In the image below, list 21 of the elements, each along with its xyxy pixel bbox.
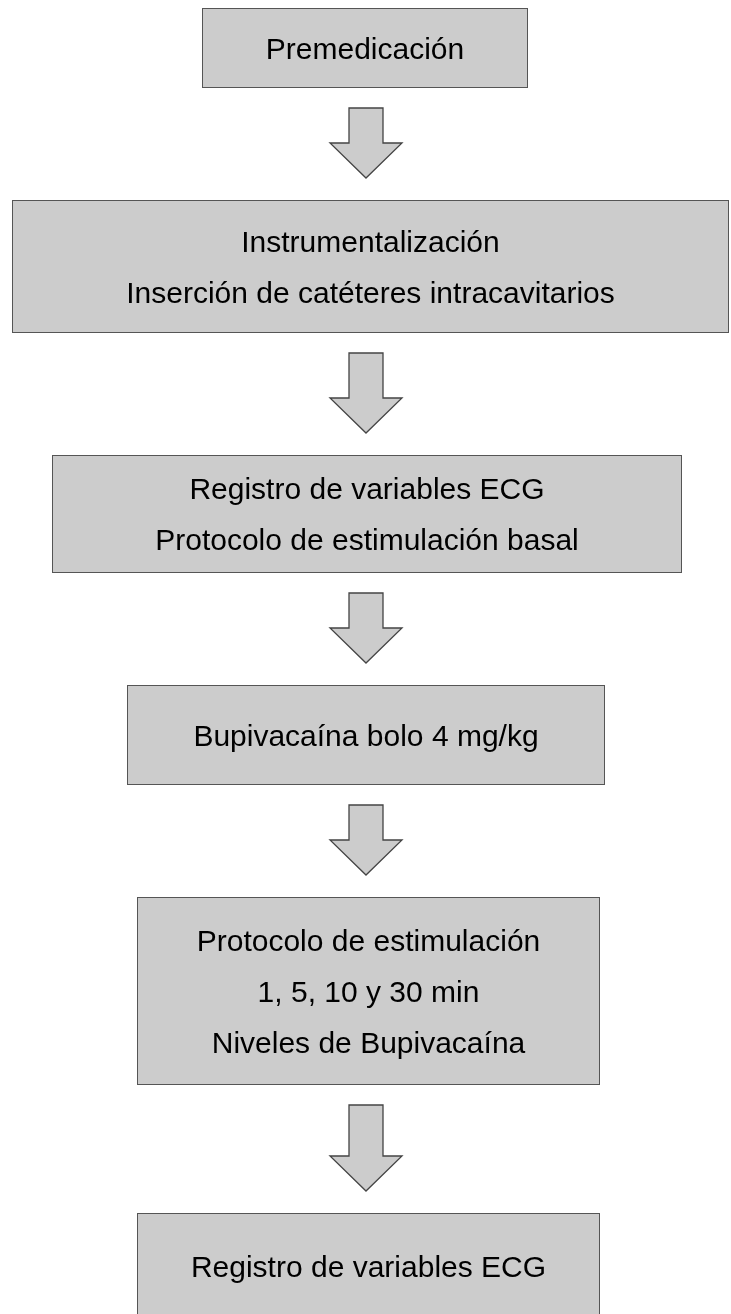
process-box	[12, 200, 729, 333]
block-arrow	[328, 1104, 404, 1192]
step-text: Inserción de catéteres intracavitarios	[126, 274, 615, 311]
process-box	[137, 1213, 600, 1314]
process-box	[202, 8, 528, 88]
step-text: Premedicación	[265, 30, 465, 67]
step-text: 1, 5, 10 y 30 min	[257, 973, 480, 1010]
step-text: Protocolo de estimulación	[196, 922, 541, 959]
step-text: Protocolo de estimulación basal	[155, 522, 579, 558]
block-arrow	[328, 592, 404, 664]
block-arrow	[328, 352, 404, 434]
step-text: Bupivacaína bolo 4 mg/kg	[193, 717, 539, 754]
process-box	[137, 897, 600, 1085]
step-text: Instrumentalización	[241, 223, 500, 260]
step-text: Registro de variables ECG	[189, 471, 545, 507]
block-arrow	[328, 107, 404, 179]
step-text: Niveles de Bupivacaína	[211, 1024, 526, 1061]
block-arrow	[328, 804, 404, 876]
process-box	[52, 455, 682, 573]
process-box	[127, 685, 605, 785]
step-text: Registro de variables ECG	[190, 1249, 547, 1285]
